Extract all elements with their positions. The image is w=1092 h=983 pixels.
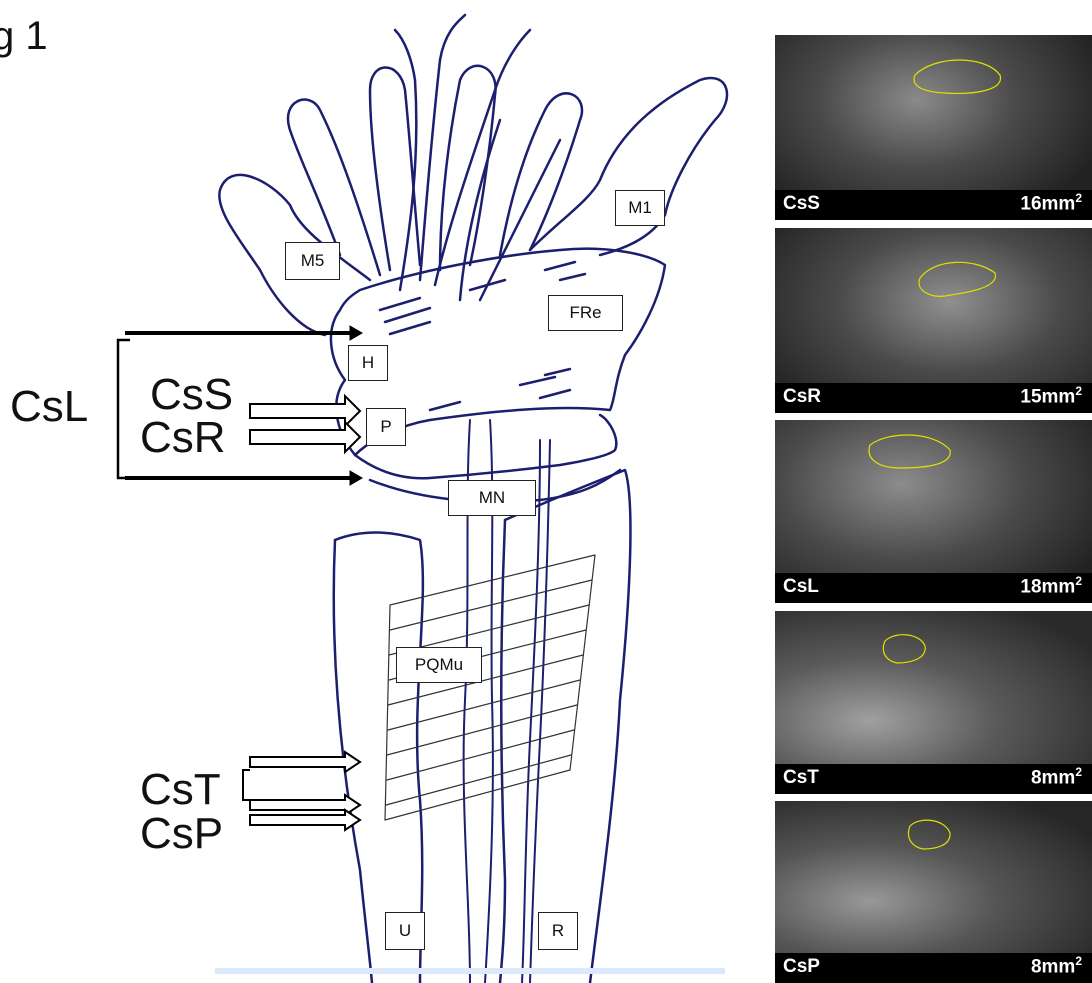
label-m5: M5 [285,242,340,280]
panel-name: CsL [783,576,819,598]
section-label-cst: CsT [140,768,221,812]
panel-area: 8mm2 [1031,954,1082,978]
label-pqmu: PQMu [396,647,482,683]
label-mn: MN [448,480,536,516]
us-panel-csp: CsP 8mm2 [775,801,1092,983]
us-panel-csl: CsL 18mm2 [775,420,1092,603]
panel-area: 18mm2 [1020,574,1082,598]
label-h: H [348,345,388,381]
panel-area: 16mm2 [1020,191,1082,215]
us-panel-cst: CsT 8mm2 [775,611,1092,794]
m1-outline [530,78,727,255]
panel-name: CsS [783,193,820,215]
panel-area: 8mm2 [1031,765,1082,789]
label-m1: M1 [615,190,665,226]
panel-area: 15mm2 [1020,384,1082,408]
us-panel-csr: CsR 15mm2 [775,228,1092,413]
label-p: P [366,408,406,446]
panel-name: CsT [783,767,819,789]
label-r: R [538,912,578,950]
panel-name: CsR [783,386,821,408]
section-label-css: CsS [150,373,233,417]
wrist-anatomy-sketch [0,0,760,983]
section-label-csr: CsR [140,416,226,460]
label-fre: FRe [548,295,623,331]
section-label-csl: CsL [10,385,88,429]
us-panel-css: CsS 16mm2 [775,35,1092,220]
panel-name: CsP [783,956,820,978]
section-label-csp: CsP [140,812,223,856]
label-u: U [385,912,425,950]
